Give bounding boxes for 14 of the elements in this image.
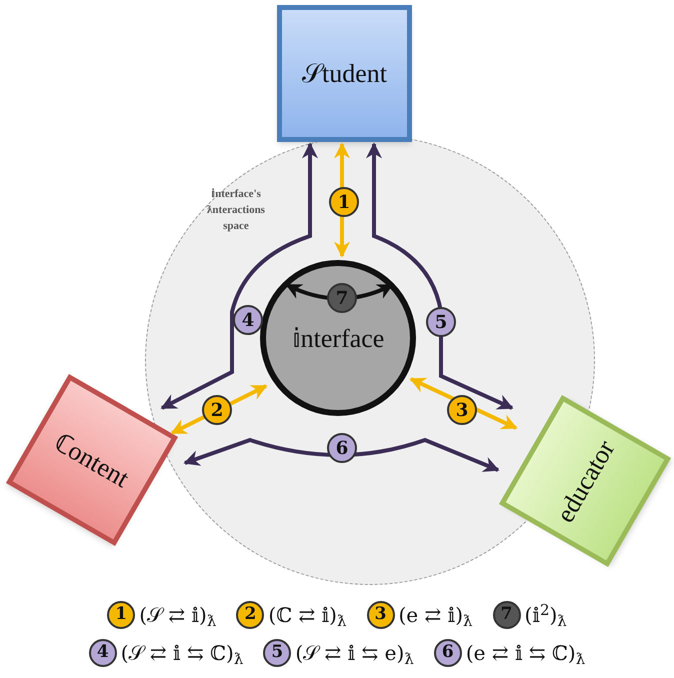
legend-formula: (e ⇄ 𝕚 ⇆ ℂ)$_{ƛ}$ bbox=[466, 640, 586, 668]
legend-formula: (𝒮 ⇄ 𝕚 ⇆ e)$_{ƛ}$ bbox=[295, 640, 414, 668]
node-label: 𝕚nterface's ƛnteractions space bbox=[206, 187, 266, 234]
legend-formula: (𝒮 ⇄ 𝕚 ⇆ ℂ)$_{ƛ}$ bbox=[120, 640, 244, 668]
legend-formula: (𝕚$^{2}$)$_{ƛ}$ bbox=[524, 600, 567, 630]
node-label: 𝕚nterface bbox=[292, 322, 384, 354]
node-label: 𝒮tudent bbox=[302, 58, 387, 90]
legend-formula: (ℂ ⇄ 𝕚)$_{ƛ}$ bbox=[268, 602, 346, 630]
connector-arrow bbox=[366, 142, 514, 410]
student-box bbox=[277, 5, 412, 142]
legend-formula: (e ⇄ 𝕚)$_{ƛ}$ bbox=[398, 602, 473, 630]
legend-formula: (𝒮 ⇄ 𝕚)$_{ƛ}$ bbox=[139, 602, 216, 630]
connector-arrow bbox=[160, 142, 318, 410]
connector-arrow bbox=[184, 438, 500, 472]
